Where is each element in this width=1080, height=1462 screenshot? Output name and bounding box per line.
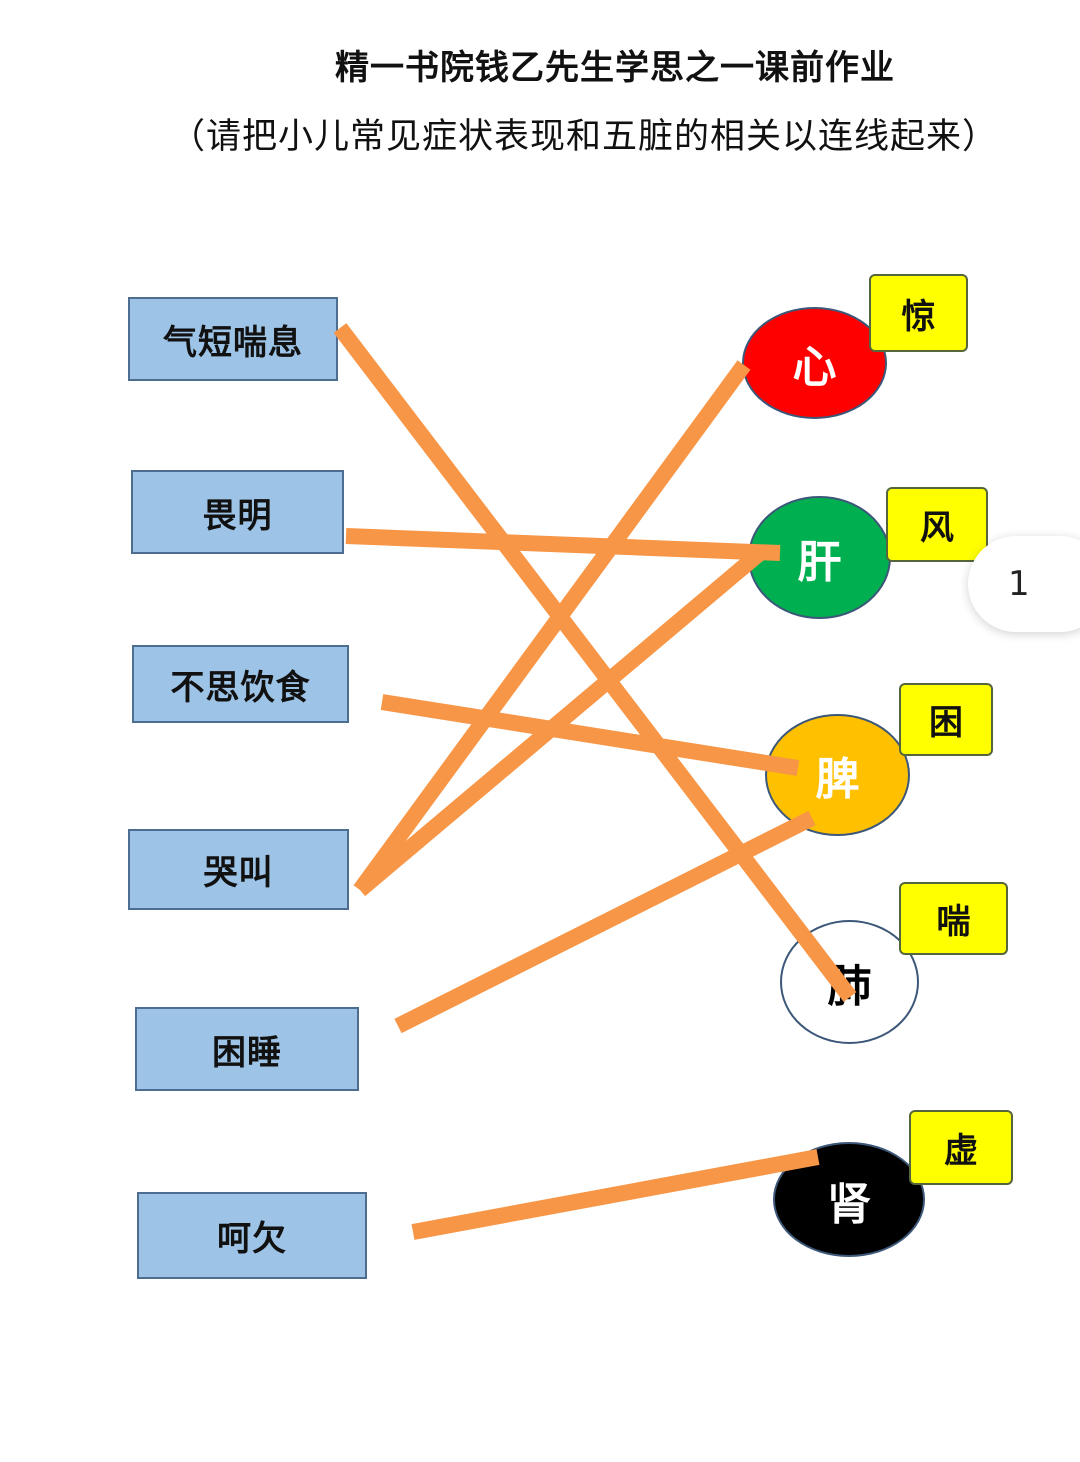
symptom-box[interactable]: 畏明 [131, 470, 344, 554]
organ-label: 心 [792, 342, 837, 393]
symptom-box[interactable]: 哭叫 [128, 829, 349, 910]
symptom-label: 哭叫 [203, 853, 274, 893]
organ-tag: 虚 [909, 1110, 1013, 1185]
organ-circle-kidney[interactable]: 肾 [773, 1142, 925, 1257]
symptom-box[interactable]: 呵欠 [137, 1192, 367, 1279]
instruction-text: （请把小儿常见症状表现和五脏的相关以连线起来） [170, 117, 999, 157]
organ-tag: 喘 [899, 882, 1008, 955]
organ-label: 肝 [797, 536, 842, 588]
organ-label: 肺 [827, 961, 872, 1012]
organ-tag-label: 惊 [901, 296, 936, 337]
organ-tag: 惊 [869, 274, 968, 352]
organ-label: 肾 [827, 1178, 871, 1230]
organ-circle-spleen[interactable]: 脾 [765, 714, 910, 836]
organ-label: 脾 [815, 754, 860, 805]
connection-line-2 [380, 694, 800, 776]
symptom-box[interactable]: 气短喘息 [128, 297, 338, 381]
symptom-label: 呵欠 [217, 1219, 287, 1259]
symptom-label: 畏明 [202, 495, 273, 536]
organ-circle-liver[interactable]: 肝 [748, 496, 891, 619]
organ-tag-label: 虚 [944, 1131, 978, 1171]
organ-tag-label: 风 [920, 508, 954, 548]
symptom-label: 困睡 [212, 1032, 282, 1073]
symptom-label: 气短喘息 [163, 322, 303, 363]
organ-tag-label: 困 [929, 703, 963, 743]
connection-line-1 [345, 528, 781, 561]
page-number: 1 [1008, 564, 1030, 604]
connection-line-4 [354, 546, 766, 897]
organ-tag: 困 [899, 683, 993, 756]
connection-line-6 [411, 1149, 820, 1240]
symptom-box[interactable]: 不思饮食 [132, 645, 349, 723]
symptom-box[interactable]: 困睡 [135, 1007, 359, 1091]
connection-line-5 [394, 810, 816, 1034]
organ-circle-heart[interactable]: 心 [742, 307, 887, 419]
symptom-label: 不思饮食 [170, 667, 311, 708]
connection-line-3 [353, 360, 751, 895]
page-title: 精一书院钱乙先生学思之一课前作业 [335, 48, 895, 88]
connection-line-0 [333, 323, 857, 1002]
organ-tag-label: 喘 [936, 902, 971, 942]
organ-tag: 风 [886, 487, 988, 562]
page-indicator[interactable]: 1 [968, 536, 1080, 632]
